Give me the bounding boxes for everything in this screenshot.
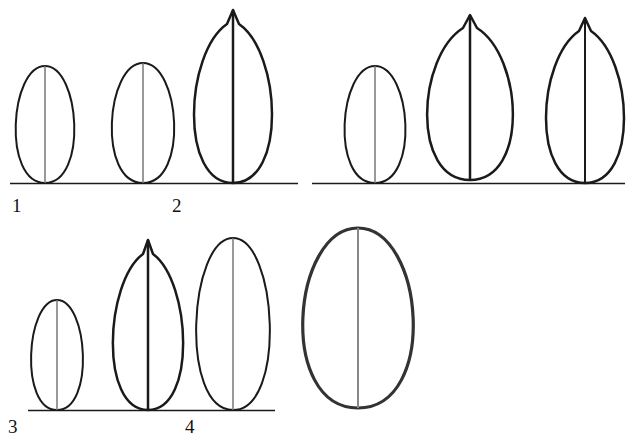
midrib	[374, 66, 376, 183]
figure-number: 3	[8, 417, 18, 436]
figure-number: 2	[172, 196, 182, 215]
midrib	[469, 15, 472, 180]
midrib	[56, 300, 58, 410]
midrib	[232, 238, 234, 410]
figure-number: 4	[185, 417, 195, 436]
leaf-outline	[345, 66, 406, 183]
midrib	[584, 18, 586, 183]
figure-number: 1	[12, 196, 22, 215]
leaf-outline	[196, 238, 270, 410]
midrib	[232, 10, 235, 183]
leaf-outline	[546, 18, 624, 183]
leaf-outline	[112, 63, 174, 183]
baseline	[10, 183, 298, 185]
leaf-outline	[194, 10, 272, 183]
leaf-outline	[427, 15, 513, 180]
leaf-outline	[31, 300, 83, 410]
leaf-outline	[16, 66, 75, 183]
leaf-outline	[113, 240, 183, 410]
leaf-outline	[303, 228, 414, 408]
midrib	[357, 228, 359, 408]
midrib	[44, 66, 46, 183]
midrib	[147, 240, 150, 410]
midrib	[142, 63, 144, 183]
